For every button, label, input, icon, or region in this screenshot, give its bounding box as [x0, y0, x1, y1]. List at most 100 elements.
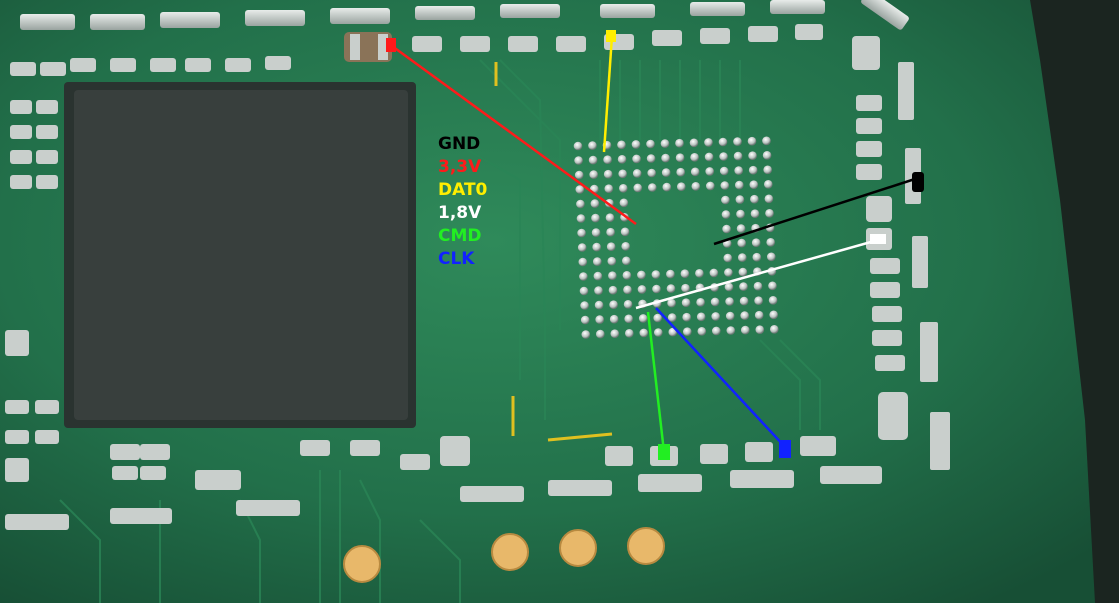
- bga-ball: [590, 199, 600, 208]
- bga-ball: [632, 154, 641, 164]
- bga-ball: [737, 238, 746, 248]
- bga-ball: [596, 329, 605, 339]
- bga-ball: [574, 170, 584, 180]
- bga-ball: [721, 195, 730, 205]
- bga-ball: [617, 140, 626, 150]
- bga-ball: [755, 325, 765, 335]
- line-cmd: [646, 311, 666, 453]
- bga-ball: [588, 155, 598, 165]
- bga-ball: [625, 329, 634, 338]
- bga-ball: [725, 311, 735, 321]
- bga-ball: [577, 243, 587, 252]
- bga-ball: [754, 296, 763, 306]
- bga-ball: [697, 327, 707, 336]
- bga-ball: [639, 328, 649, 338]
- bga-ball: [767, 252, 776, 262]
- bga-ball: [765, 209, 774, 218]
- line-1v8: [635, 238, 879, 310]
- bga-ball: [750, 194, 759, 204]
- bga-ball: [696, 298, 705, 307]
- bga-ball: [573, 141, 583, 151]
- smd-components: [5, 0, 950, 530]
- bga-ball: [735, 195, 745, 204]
- bga-ball: [770, 325, 779, 334]
- bga-ball: [747, 136, 757, 146]
- bga-ball: [608, 285, 618, 295]
- bga-ball: [608, 271, 617, 281]
- bga-ball: [637, 270, 646, 280]
- bga-ball: [578, 257, 588, 267]
- bga-ball: [607, 256, 617, 266]
- bga-ball: [592, 242, 601, 252]
- bga-ball: [622, 256, 631, 266]
- bga-ball: [632, 169, 642, 178]
- bga-ball: [593, 257, 602, 266]
- bga-ball: [723, 253, 733, 263]
- bga-ball: [631, 140, 641, 149]
- bga-ball: [721, 210, 731, 219]
- bga-ball: [750, 209, 760, 218]
- bga-ball: [739, 296, 749, 306]
- bga-ball: [733, 137, 742, 146]
- bga-ball: [624, 314, 633, 324]
- bga-ball: [610, 329, 620, 339]
- bga-ball: [620, 227, 630, 237]
- bga-ball: [752, 252, 762, 262]
- bga-ball: [666, 284, 676, 293]
- bga-ball: [617, 155, 627, 164]
- bga-ball: [748, 165, 758, 175]
- bga-ball: [705, 167, 714, 176]
- bga-ball: [720, 181, 730, 190]
- bga-ball: [739, 282, 748, 291]
- bga-ball: [748, 151, 757, 160]
- bga-ball: [764, 194, 774, 204]
- bga-ball: [738, 253, 747, 262]
- bga-ball: [709, 268, 719, 278]
- bga-ball: [682, 312, 691, 322]
- bga-ball: [577, 228, 586, 238]
- line-3v3: [391, 44, 637, 226]
- bga-ball: [667, 313, 677, 322]
- bga-ball: [751, 238, 761, 247]
- bga-ball: [574, 156, 583, 165]
- bga-ball: [724, 268, 733, 277]
- bga-ball: [740, 311, 749, 320]
- bga-ball: [769, 310, 778, 320]
- bga-ball: [690, 167, 700, 177]
- bga-ball: [609, 314, 619, 324]
- bga-ball: [605, 213, 615, 222]
- bga-ball: [762, 151, 772, 160]
- bga-ball: [646, 154, 656, 163]
- bga-ball: [604, 184, 614, 193]
- line-gnd: [713, 176, 919, 246]
- bga-ball: [580, 315, 590, 325]
- bga-ball: [591, 228, 601, 237]
- pinout-markers: [386, 30, 924, 460]
- bga-ball: [591, 213, 600, 223]
- line-clk: [655, 307, 787, 449]
- bga-ball: [654, 328, 663, 337]
- bga-ball: [725, 297, 734, 306]
- bga-ball: [638, 314, 648, 323]
- bga-ball: [575, 185, 585, 194]
- bga-ball: [689, 138, 699, 148]
- bga-ball: [647, 168, 656, 178]
- bga-ball: [589, 170, 598, 179]
- bga-ball: [606, 242, 616, 251]
- bga-ball: [710, 297, 720, 307]
- bga-ball: [753, 281, 763, 291]
- bga-ball: [593, 271, 603, 281]
- bga-ball: [741, 325, 750, 335]
- bga-ball: [711, 312, 720, 321]
- bga-ball: [736, 209, 745, 219]
- bga-ball: [666, 269, 675, 279]
- bga-ball: [768, 296, 778, 305]
- bga-ball: [764, 180, 773, 189]
- bga-ball: [579, 272, 588, 281]
- line-dat0: [602, 35, 614, 153]
- bga-ball: [719, 152, 728, 161]
- bga-ball: [606, 227, 615, 237]
- bga-ball: [581, 330, 591, 339]
- bga-ball: [749, 180, 759, 189]
